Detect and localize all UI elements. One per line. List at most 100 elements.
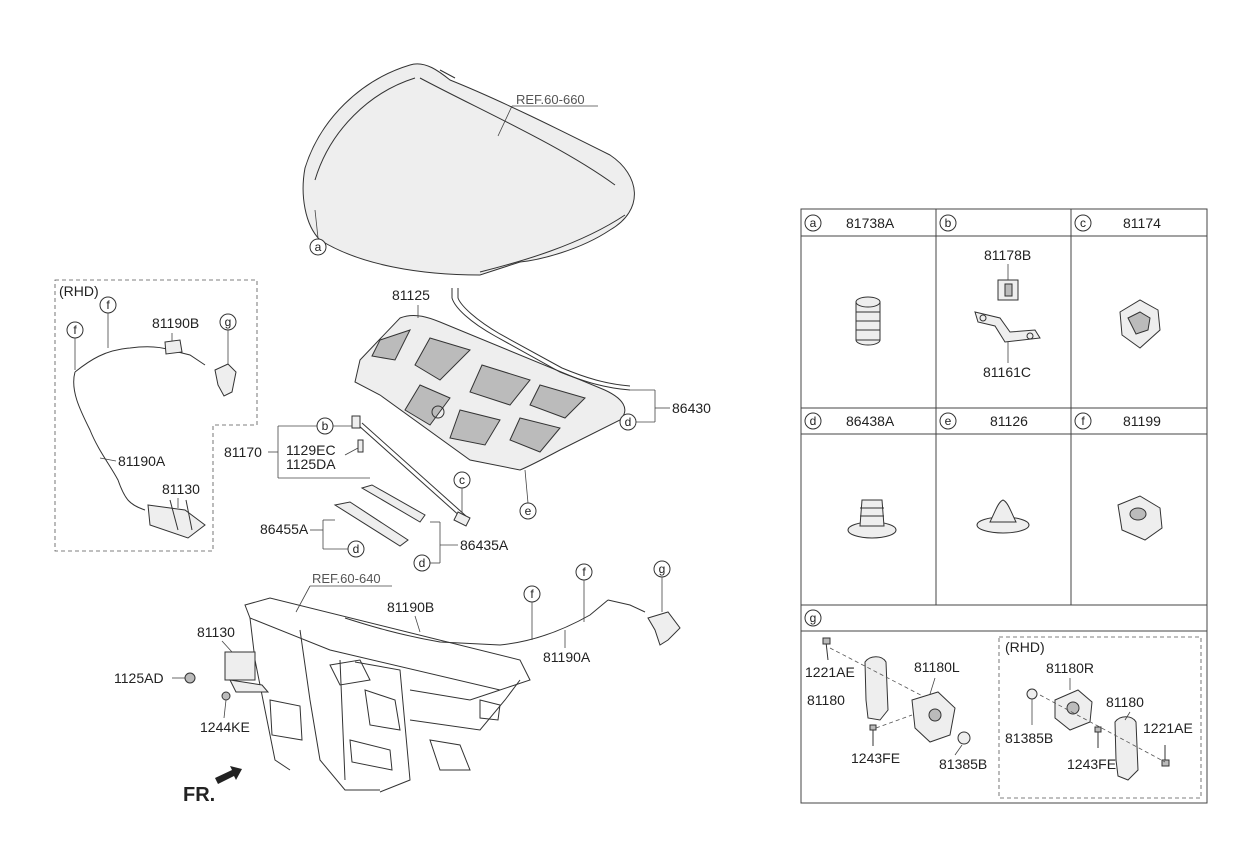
label-81170: 81170 xyxy=(224,444,262,460)
svg-text:e: e xyxy=(945,414,952,428)
svg-text:d: d xyxy=(353,542,360,556)
latch-81180L-icon xyxy=(911,691,971,745)
svg-text:f: f xyxy=(582,565,586,579)
callout-b: b xyxy=(316,417,334,435)
release-cable xyxy=(224,599,681,693)
svg-text:a: a xyxy=(810,216,817,230)
part-81738A: 81738A xyxy=(846,215,895,231)
front-arrow-icon xyxy=(215,766,242,784)
table-cell-c: c 81174 xyxy=(1074,214,1161,232)
part-81126: 81126 xyxy=(990,413,1028,429)
weatherstrip-86430 xyxy=(451,288,631,391)
label-86430: 86430 xyxy=(672,400,711,416)
callout-d-86455A: d xyxy=(347,540,365,558)
label-1221AE-rhd: 1221AE xyxy=(1143,720,1193,736)
callout-f-main-1: f xyxy=(523,585,541,603)
label-81190A: 81190A xyxy=(543,649,591,665)
bolt-1243FE-rhd-icon xyxy=(1094,726,1102,748)
svg-text:c: c xyxy=(1080,216,1086,230)
label-81180R: 81180R xyxy=(1046,660,1094,676)
rhd-label-right: (RHD) xyxy=(1005,639,1045,655)
callout-f-main-2: f xyxy=(575,563,593,581)
clip-81199-icon xyxy=(1117,495,1163,541)
svg-text:c: c xyxy=(459,473,465,487)
callout-e: e xyxy=(519,502,537,520)
svg-text:f: f xyxy=(106,298,110,312)
label-1125AD: 1125AD xyxy=(114,670,164,686)
latch-81180R-icon xyxy=(1026,688,1093,731)
bolt-1243FE-icon xyxy=(869,724,877,746)
svg-text:e: e xyxy=(525,504,532,518)
label-81130: 81130 xyxy=(197,624,235,640)
front-end-module-frame xyxy=(244,597,531,793)
hood-panel xyxy=(302,63,635,276)
part-86438A: 86438A xyxy=(846,413,895,429)
callout-g-rhd: g xyxy=(219,313,237,331)
parts-table xyxy=(800,208,1208,804)
label-81180L: 81180L xyxy=(914,659,960,675)
hood-stay-rod xyxy=(351,415,471,527)
svg-text:f: f xyxy=(73,323,77,337)
stopper-81126-icon xyxy=(976,499,1030,534)
label-81180: 81180 xyxy=(807,692,845,708)
label-81125: 81125 xyxy=(392,287,430,303)
label-1125DA: 1125DA xyxy=(286,456,336,472)
table-cell-a: a 81738A xyxy=(804,214,895,232)
seal-strips xyxy=(333,484,426,547)
ref-frame-label: REF.60-640 xyxy=(312,571,381,586)
front-direction-label: FR. xyxy=(183,784,215,806)
callout-d-86435A: d xyxy=(413,554,431,572)
label-1221AE: 1221AE xyxy=(805,664,855,680)
table-cell-d: d 86438A xyxy=(804,412,895,430)
svg-text:d: d xyxy=(419,556,426,570)
label-1244KE: 1244KE xyxy=(200,719,250,735)
svg-text:f: f xyxy=(1081,414,1085,428)
label-1243FE: 1243FE xyxy=(851,750,900,766)
latch-lever-rhd-icon xyxy=(1114,716,1170,781)
clip-81178B-icon xyxy=(997,279,1019,301)
callout-a-hood: a xyxy=(309,238,327,256)
table-cell-b: b xyxy=(939,214,957,232)
label-81385B-rhd: 81385B xyxy=(1005,730,1053,746)
rhd-cable xyxy=(73,339,237,539)
bracket-81161C-icon xyxy=(974,311,1041,343)
svg-text:a: a xyxy=(315,240,322,254)
callout-d-86430: d xyxy=(619,413,637,431)
label-1129EC: 1129EC xyxy=(286,442,336,458)
callout-g-main: g xyxy=(653,560,671,578)
svg-text:g: g xyxy=(810,611,817,625)
table-cell-g: g xyxy=(804,609,822,627)
svg-text:g: g xyxy=(225,315,232,329)
svg-text:g: g xyxy=(659,562,666,576)
svg-text:d: d xyxy=(625,415,632,429)
label-81190A-rhd: 81190A xyxy=(118,453,166,469)
svg-text:b: b xyxy=(945,216,952,230)
label-86435A: 86435A xyxy=(460,537,509,553)
callout-c: c xyxy=(453,471,471,489)
hood-insulator xyxy=(354,315,626,471)
table-cell-e: e 81126 xyxy=(939,412,1028,430)
callout-f-rhd-1: f xyxy=(66,321,84,339)
svg-text:b: b xyxy=(322,419,329,433)
rhd-box-right xyxy=(998,636,1202,799)
label-81161C: 81161C xyxy=(983,364,1031,380)
bumper-81738A-icon xyxy=(855,296,881,346)
table-cell-f: f 81199 xyxy=(1074,412,1161,430)
label-81190B: 81190B xyxy=(387,599,434,615)
label-81130-rhd: 81130 xyxy=(162,481,200,497)
svg-text:d: d xyxy=(810,414,817,428)
callout-f-rhd-2: f xyxy=(99,296,117,314)
label-81178B: 81178B xyxy=(984,247,1031,263)
clip-86438A-icon xyxy=(847,499,897,539)
part-81199: 81199 xyxy=(1123,413,1161,429)
clip-81174-icon xyxy=(1119,299,1161,349)
rhd-label-left: (RHD) xyxy=(59,283,99,299)
latch-lever-icon xyxy=(822,637,889,721)
label-1243FE-rhd: 1243FE xyxy=(1067,756,1116,772)
label-81180-rhd: 81180 xyxy=(1106,694,1144,710)
part-81174: 81174 xyxy=(1123,215,1161,231)
svg-text:f: f xyxy=(530,587,534,601)
label-81385B: 81385B xyxy=(939,756,987,772)
label-86455A: 86455A xyxy=(260,521,309,537)
